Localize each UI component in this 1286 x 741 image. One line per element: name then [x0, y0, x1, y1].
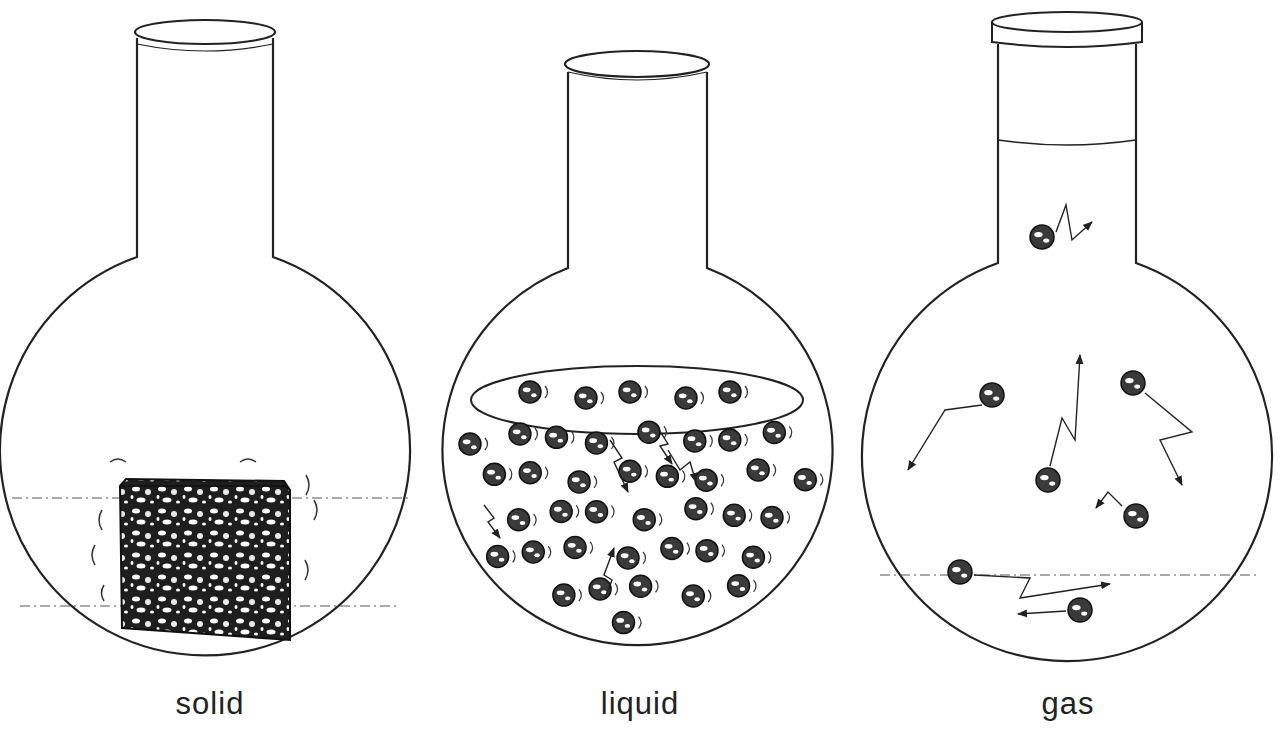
particle — [564, 537, 586, 559]
particle — [1121, 371, 1145, 395]
particle — [761, 506, 783, 528]
particle — [487, 545, 509, 567]
particle — [508, 509, 530, 531]
particle — [545, 426, 567, 448]
particle — [633, 509, 655, 531]
flask — [443, 72, 833, 645]
particle — [459, 433, 481, 455]
flask-lip — [565, 51, 709, 77]
solid-block — [120, 479, 290, 640]
particle — [586, 501, 608, 523]
flask — [862, 45, 1272, 661]
particle — [550, 500, 572, 522]
flask-outlines — [0, 20, 1272, 661]
particle — [619, 381, 641, 403]
particle — [575, 387, 597, 409]
particle — [630, 575, 652, 597]
particle — [661, 538, 683, 560]
stopper — [992, 12, 1142, 50]
gas-particles — [908, 205, 1192, 622]
particle — [483, 463, 505, 485]
particle — [613, 612, 635, 634]
particle — [1036, 468, 1060, 492]
state-label: gas — [1042, 686, 1095, 722]
particle — [684, 430, 706, 452]
particle — [568, 471, 590, 493]
particle — [682, 585, 704, 607]
particle — [656, 465, 678, 487]
particle — [696, 540, 718, 562]
state-label: liquid — [601, 686, 679, 722]
particle — [675, 387, 697, 409]
particle — [553, 584, 575, 606]
particle — [585, 432, 607, 454]
particle — [695, 469, 717, 491]
flask-rim — [568, 72, 707, 80]
state-label: solid — [176, 686, 245, 722]
particle — [509, 423, 531, 445]
particle — [719, 429, 741, 451]
flask — [0, 38, 410, 655]
particle — [980, 383, 1004, 407]
particle — [522, 541, 544, 563]
particle — [728, 575, 750, 597]
particle — [1030, 225, 1054, 249]
particle — [519, 462, 541, 484]
particle — [723, 504, 745, 526]
vibration-marks — [92, 459, 317, 601]
liquid-particles — [459, 381, 823, 634]
particle — [948, 560, 972, 584]
particle — [742, 546, 764, 568]
flask-rim — [137, 44, 273, 51]
flask-lip — [135, 20, 275, 44]
particle — [794, 469, 816, 491]
stopper-bottom — [998, 140, 1136, 145]
particle — [685, 498, 707, 520]
particle — [519, 381, 541, 403]
particle — [719, 381, 741, 403]
particle — [1124, 504, 1148, 528]
particle — [763, 421, 785, 443]
particle — [617, 547, 639, 569]
particle — [638, 421, 660, 443]
particle — [1068, 598, 1092, 622]
particle — [747, 459, 769, 481]
